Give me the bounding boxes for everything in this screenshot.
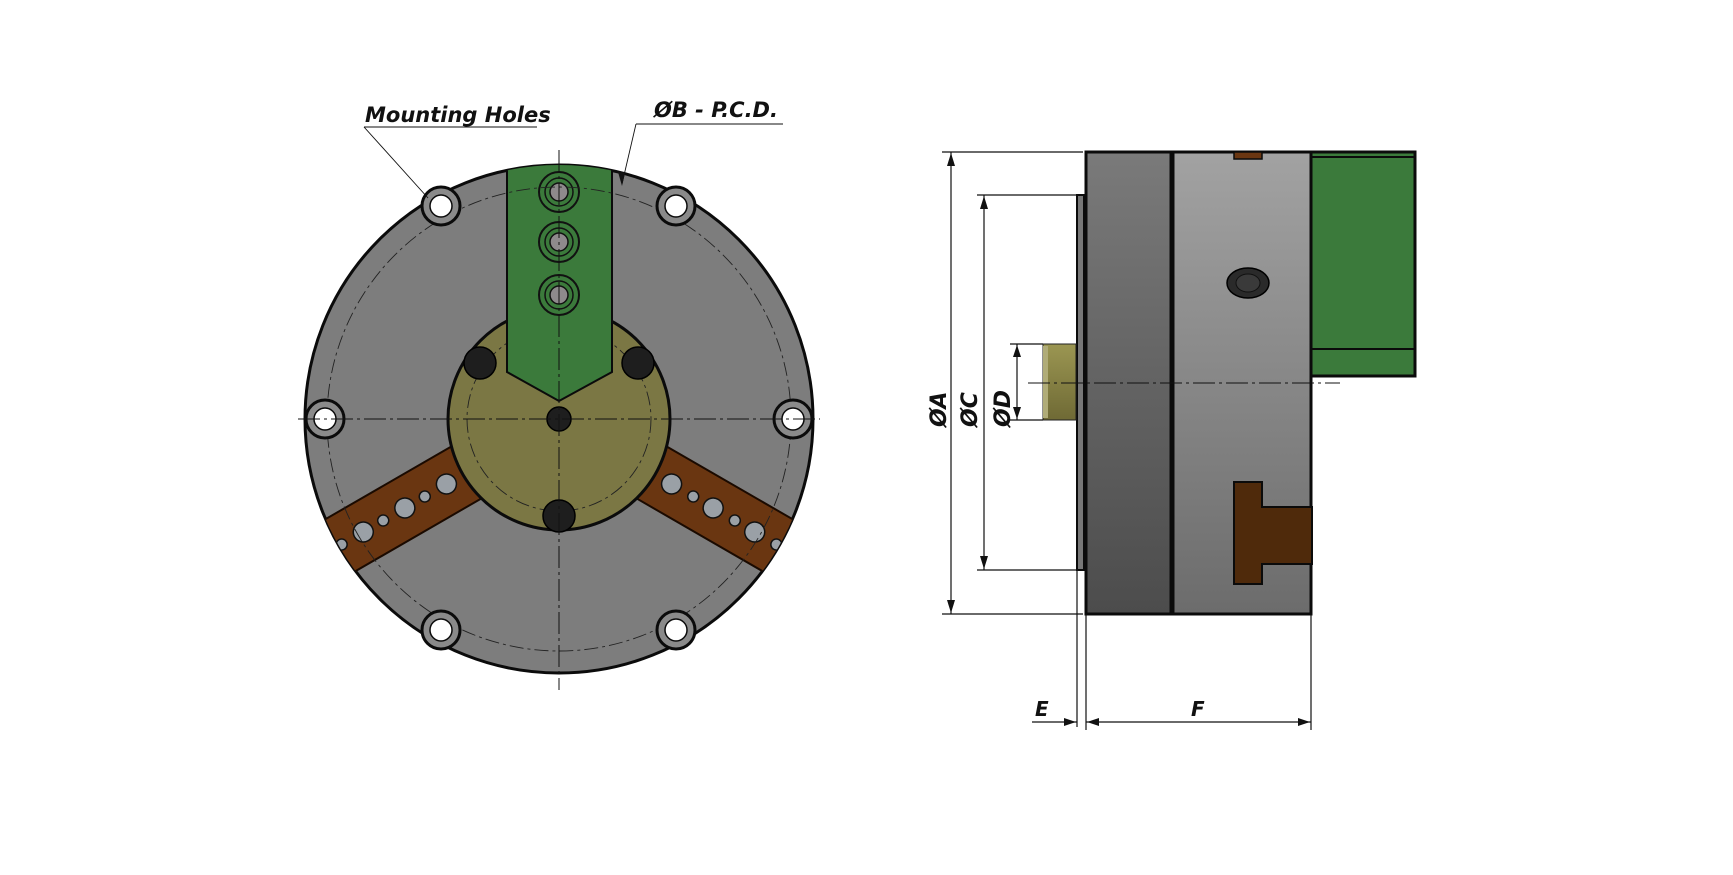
- hub-screw-icon: [463, 346, 655, 533]
- dimension-A-label: ØA: [927, 392, 952, 429]
- mounting-hole: [655, 185, 697, 227]
- dimension-A: ØA: [927, 151, 1083, 615]
- mounting-holes-label: Mounting Holes: [365, 103, 551, 127]
- side-view: ØA ØC ØD E: [927, 150, 1417, 730]
- front-view: Mounting Holes ØB - P.C.D.: [298, 98, 820, 690]
- mounting-hole: [420, 185, 462, 227]
- pcd-label: ØB - P.C.D.: [653, 98, 778, 122]
- bolt-head-icon: [1226, 267, 1270, 299]
- dimension-F: F: [1085, 614, 1312, 730]
- dimension-E-label: E: [1035, 697, 1049, 721]
- t-slot-jaw: [1233, 481, 1313, 585]
- pcd-callout: ØB - P.C.D.: [618, 98, 783, 186]
- dimension-F-label: F: [1191, 697, 1205, 721]
- dimension-C: ØC: [958, 194, 1078, 571]
- master-jaw-side: [1309, 150, 1417, 378]
- mounting-hole: [655, 609, 697, 651]
- dimension-D-label: ØD: [991, 390, 1016, 429]
- mounting-hole: [420, 609, 462, 651]
- mounting-holes: [304, 185, 814, 651]
- top-jaw-tab: [1233, 151, 1263, 160]
- dimension-E: E: [1032, 570, 1078, 727]
- dimension-D: ØD: [991, 343, 1043, 429]
- mounting-holes-callout: Mounting Holes: [363, 103, 551, 199]
- dimension-C-label: ØC: [958, 392, 983, 429]
